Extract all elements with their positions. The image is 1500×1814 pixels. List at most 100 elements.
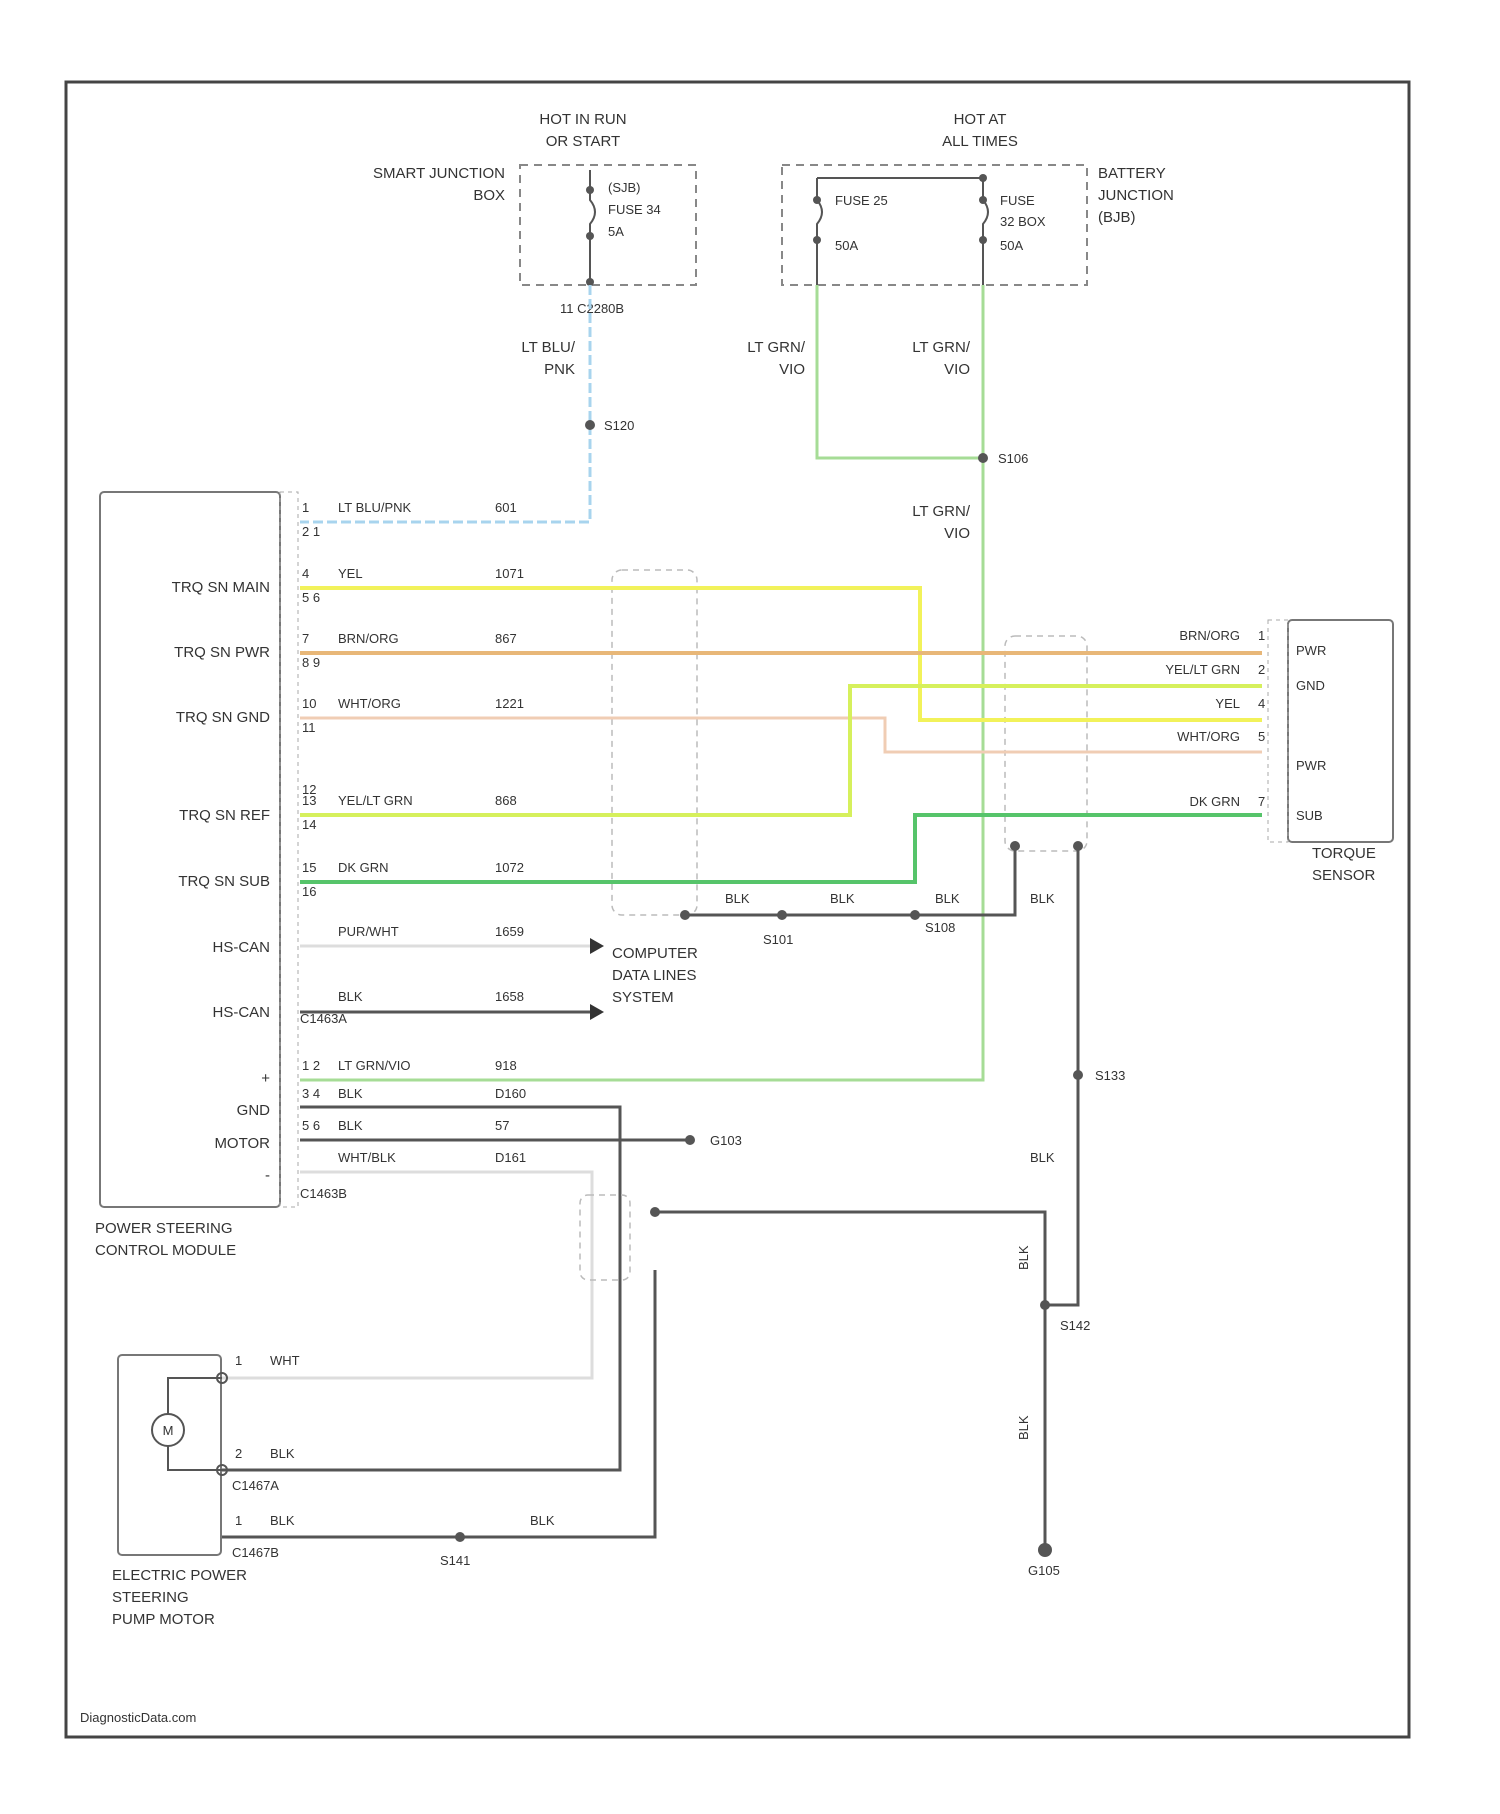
module-wire-color: BLK [338, 989, 363, 1004]
module-wire-sub: 2 1 [302, 524, 320, 539]
module-wire-color: LT GRN/VIO [338, 1058, 410, 1073]
sensor-wire-color: YEL [1215, 696, 1240, 711]
bjb-fuse-b-line2: 32 BOX [1000, 214, 1046, 229]
module-pin-label: TRQ SN MAIN [172, 579, 270, 596]
ground-label-blk-2: BLK [830, 891, 855, 906]
module-pin-label: HS-CAN [212, 939, 270, 956]
data-link-line2: DATA LINES [612, 967, 696, 984]
ground-label-blk-6: BLK [1016, 1245, 1031, 1270]
sjb-box-name-line1: SMART JUNCTION [373, 165, 505, 182]
sjb-fuse-line1: (SJB) [608, 180, 641, 195]
sensor-pin-number: 5 [1258, 729, 1265, 744]
bjb-fuse-a-line2: 50A [835, 238, 858, 253]
sjb-header-line2: OR START [546, 133, 620, 150]
module-pin-label: TRQ SN REF [179, 807, 270, 824]
sensor-pin-labels: BRN/ORG1YEL/LT GRN2YEL4WHT/ORG5DK GRN7PW… [1165, 628, 1326, 823]
splice-s120: S120 [604, 418, 634, 433]
module-wire-color: YEL [338, 566, 363, 581]
sjb-fuse-line3: 5A [608, 224, 624, 239]
motor-wire-color: BLK [270, 1446, 295, 1461]
sjb-header-line1: HOT IN RUN [539, 111, 626, 128]
module-wire-pin: 7 [302, 631, 309, 646]
sjb-fuse-line2: FUSE 34 [608, 202, 661, 217]
motor-name-line1: ELECTRIC POWER [112, 1567, 247, 1584]
wire-lt-grn-vio-c1: LT GRN/ [912, 503, 971, 520]
sensor-pin-number: 4 [1258, 696, 1265, 711]
bjb-box-name-line1: BATTERY [1098, 165, 1166, 182]
bjb-fuse-a-line1: FUSE 25 [835, 193, 888, 208]
module-wire-circuit: 1659 [495, 924, 524, 939]
signal-wires [300, 570, 1262, 1020]
module-pin-label: MOTOR [214, 1135, 270, 1152]
ground-label-blk-1: BLK [725, 891, 750, 906]
sensor-pin-number: 1 [1258, 628, 1265, 643]
module-pin-label: - [265, 1167, 270, 1184]
sensor-name-line2: SENSOR [1312, 867, 1376, 884]
module-wire-color: YEL/LT GRN [338, 793, 413, 808]
module-wire-circuit: 1071 [495, 566, 524, 581]
module-wire-color: LT BLU/PNK [338, 500, 412, 515]
module-pin-label: HS-CAN [212, 1004, 270, 1021]
wire-lt-blu-pnk-2: PNK [544, 361, 575, 378]
motor-name-line3: PUMP MOTOR [112, 1611, 215, 1628]
torque-sensor: TORQUE SENSOR [1268, 620, 1393, 884]
sensor-name-line1: TORQUE [1312, 845, 1376, 862]
wire-lt-blu-pnk-1: LT BLU/ [521, 339, 575, 356]
bjb-box-name-line2: JUNCTION [1098, 187, 1174, 204]
motor-wire-pin: 2 [235, 1446, 242, 1461]
module-wire-circuit: 1072 [495, 860, 524, 875]
splice-s133: S133 [1095, 1068, 1125, 1083]
data-link-line1: COMPUTER [612, 945, 698, 962]
motor-symbol: M [163, 1423, 174, 1438]
splice-s108: S108 [925, 920, 955, 935]
module-wire-circuit: 601 [495, 500, 517, 515]
module-wire-sub: 16 [302, 884, 316, 899]
bjb-header-line1: HOT AT [954, 111, 1007, 128]
ground-label-blk-5: BLK [1030, 1150, 1055, 1165]
motor-name-line2: STEERING [112, 1589, 189, 1606]
splice-s101: S101 [763, 932, 793, 947]
module-pin-label: + [261, 1070, 270, 1087]
wire-lt-grn-vio-b2: VIO [944, 361, 970, 378]
motor-connector-1: C1467A [232, 1478, 279, 1493]
sjb-connector: 11 C2280B [560, 301, 624, 316]
sensor-wire-color: WHT/ORG [1177, 729, 1240, 744]
bjb-fuse-b-line1: FUSE [1000, 193, 1035, 208]
bjb-header-line2: ALL TIMES [942, 133, 1018, 150]
module-wire-pin: 3 4 [302, 1086, 320, 1101]
smart-junction-box: HOT IN RUN OR START SMART JUNCTION BOX (… [373, 111, 696, 316]
motor-wire-color: WHT [270, 1353, 300, 1368]
battery-junction-box: HOT AT ALL TIMES BATTERY JUNCTION (BJB) … [782, 111, 1174, 285]
module-wire-pin: 1 [302, 500, 309, 515]
ground-label-blk-4: BLK [1030, 891, 1055, 906]
wire-lt-grn-vio-c2: VIO [944, 525, 970, 542]
module-wire-color: BRN/ORG [338, 631, 399, 646]
module-pin-label: GND [237, 1102, 271, 1119]
module-name-line1: POWER STEERING [95, 1220, 233, 1237]
module-wire-color: WHT/ORG [338, 696, 401, 711]
module-wire-circuit: D161 [495, 1150, 526, 1165]
sensor-pin-label: PWR [1296, 643, 1326, 658]
pump-motor: M ELECTRIC POWER STEERING PUMP MOTOR C14… [112, 1355, 279, 1628]
module-wire-color: PUR/WHT [338, 924, 399, 939]
module-wire-sub: 11 [302, 720, 316, 735]
wire-lt-grn-vio-a2: VIO [779, 361, 805, 378]
module-wire-pin: 15 [302, 860, 316, 875]
module-wire-pin: 13 [302, 793, 316, 808]
sensor-pin-label: PWR [1296, 758, 1326, 773]
motor-wire-color: BLK [270, 1513, 295, 1528]
module-wire-circuit: 918 [495, 1058, 517, 1073]
ground-label-blk-7: BLK [1016, 1415, 1031, 1440]
sensor-pin-label: GND [1296, 678, 1325, 693]
module-wire-circuit: 868 [495, 793, 517, 808]
sensor-wire-color: YEL/LT GRN [1165, 662, 1240, 677]
module-wire-color: BLK [338, 1086, 363, 1101]
module-wire-sub: 14 [302, 817, 316, 832]
module-wire-circuit: D160 [495, 1086, 526, 1101]
module-wire-color: DK GRN [338, 860, 389, 875]
sensor-wire-color: DK GRN [1189, 794, 1240, 809]
sjb-box-name-line2: BOX [473, 187, 505, 204]
module-wire-circuit: 1221 [495, 696, 524, 711]
ground-g103: G103 [710, 1133, 742, 1148]
